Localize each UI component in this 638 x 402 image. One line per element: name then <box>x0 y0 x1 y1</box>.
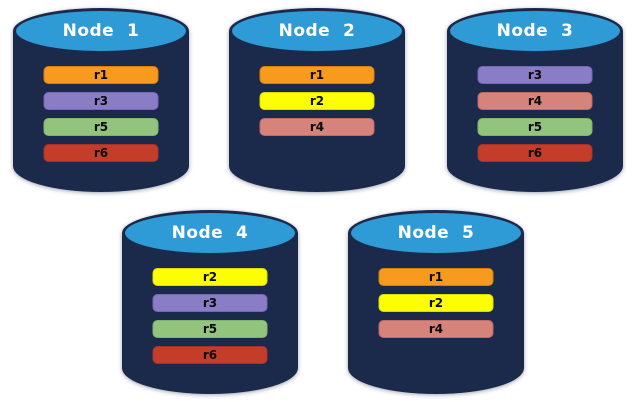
node-4-cylinder: Node 4 r2 r3 r5 r6 <box>122 210 298 394</box>
replica-bar-r6: r6 <box>43 144 159 162</box>
replica-bar-r6: r6 <box>477 144 593 162</box>
replica-bar-r2: r2 <box>378 294 494 312</box>
replica-bar-r5: r5 <box>152 320 268 338</box>
replica-bar-r2: r2 <box>152 268 268 286</box>
node-4-replica-list: r2 r3 r5 r6 <box>152 268 268 364</box>
node-4-cylinder-body <box>122 233 298 394</box>
node-1-cylinder-body <box>13 31 189 192</box>
node-2-replica-list: r1 r2 r4 <box>259 66 375 136</box>
node-4-cylinder-top: Node 4 <box>122 210 298 256</box>
node-5-title: Node 5 <box>397 223 475 243</box>
node-3-cylinder-top: Node 3 <box>447 8 623 54</box>
replica-bar-r2: r2 <box>259 92 375 110</box>
node-2-cylinder-top: Node 2 <box>229 8 405 54</box>
replica-bar-r4: r4 <box>259 118 375 136</box>
node-1-title: Node 1 <box>62 21 140 41</box>
node-1-replica-list: r1 r3 r5 r6 <box>43 66 159 162</box>
node-2-title: Node 2 <box>278 21 356 41</box>
node-3-title: Node 3 <box>496 21 574 41</box>
replica-bar-r1: r1 <box>43 66 159 84</box>
replica-bar-r3: r3 <box>477 66 593 84</box>
node-3-replica-list: r3 r4 r5 r6 <box>477 66 593 162</box>
node-5-cylinder: Node 5 r1 r2 r4 <box>348 210 524 394</box>
node-2-cylinder: Node 2 r1 r2 r4 <box>229 8 405 192</box>
node-1-cylinder: Node 1 r1 r3 r5 r6 <box>13 8 189 192</box>
node-3-cylinder-body <box>447 31 623 192</box>
replica-bar-r4: r4 <box>378 320 494 338</box>
replica-bar-r1: r1 <box>259 66 375 84</box>
replica-bar-r4: r4 <box>477 92 593 110</box>
node-4-title: Node 4 <box>171 223 249 243</box>
replica-bar-r3: r3 <box>43 92 159 110</box>
replica-bar-r5: r5 <box>43 118 159 136</box>
replica-bar-r5: r5 <box>477 118 593 136</box>
node-3-cylinder: Node 3 r3 r4 r5 r6 <box>447 8 623 192</box>
node-1-cylinder-top: Node 1 <box>13 8 189 54</box>
replica-bar-r1: r1 <box>378 268 494 286</box>
node-5-replica-list: r1 r2 r4 <box>378 268 494 338</box>
node-2-cylinder-body <box>229 31 405 192</box>
replica-bar-r3: r3 <box>152 294 268 312</box>
node-5-cylinder-body <box>348 233 524 394</box>
node-5-cylinder-top: Node 5 <box>348 210 524 256</box>
replica-bar-r6: r6 <box>152 346 268 364</box>
